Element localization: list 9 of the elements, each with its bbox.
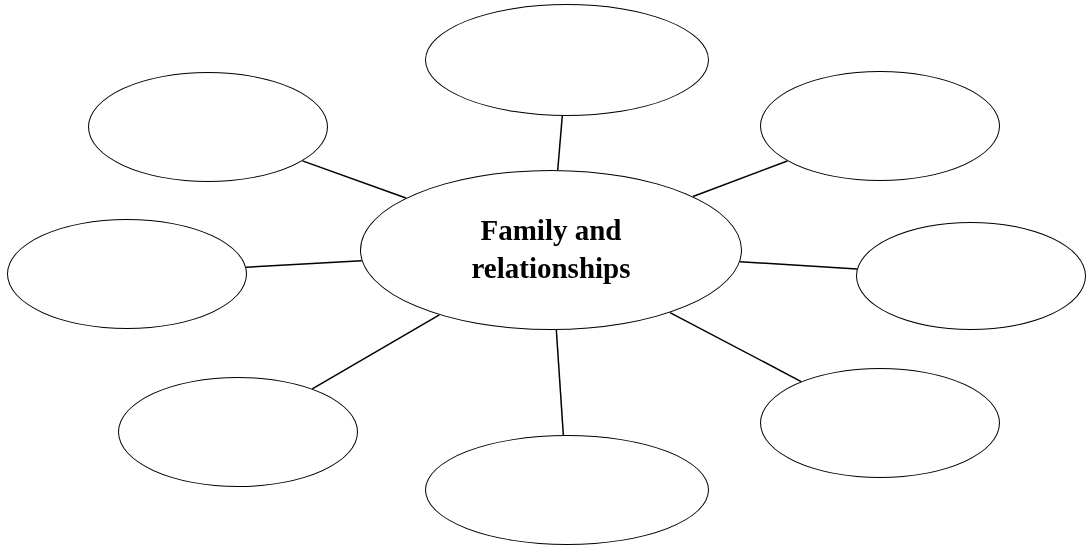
connector-line [557,115,564,171]
connector-line [739,260,858,270]
connector-line [692,160,789,198]
connector-line [311,314,441,390]
connector-line [301,160,407,199]
topic-text: Family and relationships [470,213,632,286]
connector-line [555,329,565,436]
connector-line [245,259,363,268]
connector-line [669,311,802,383]
